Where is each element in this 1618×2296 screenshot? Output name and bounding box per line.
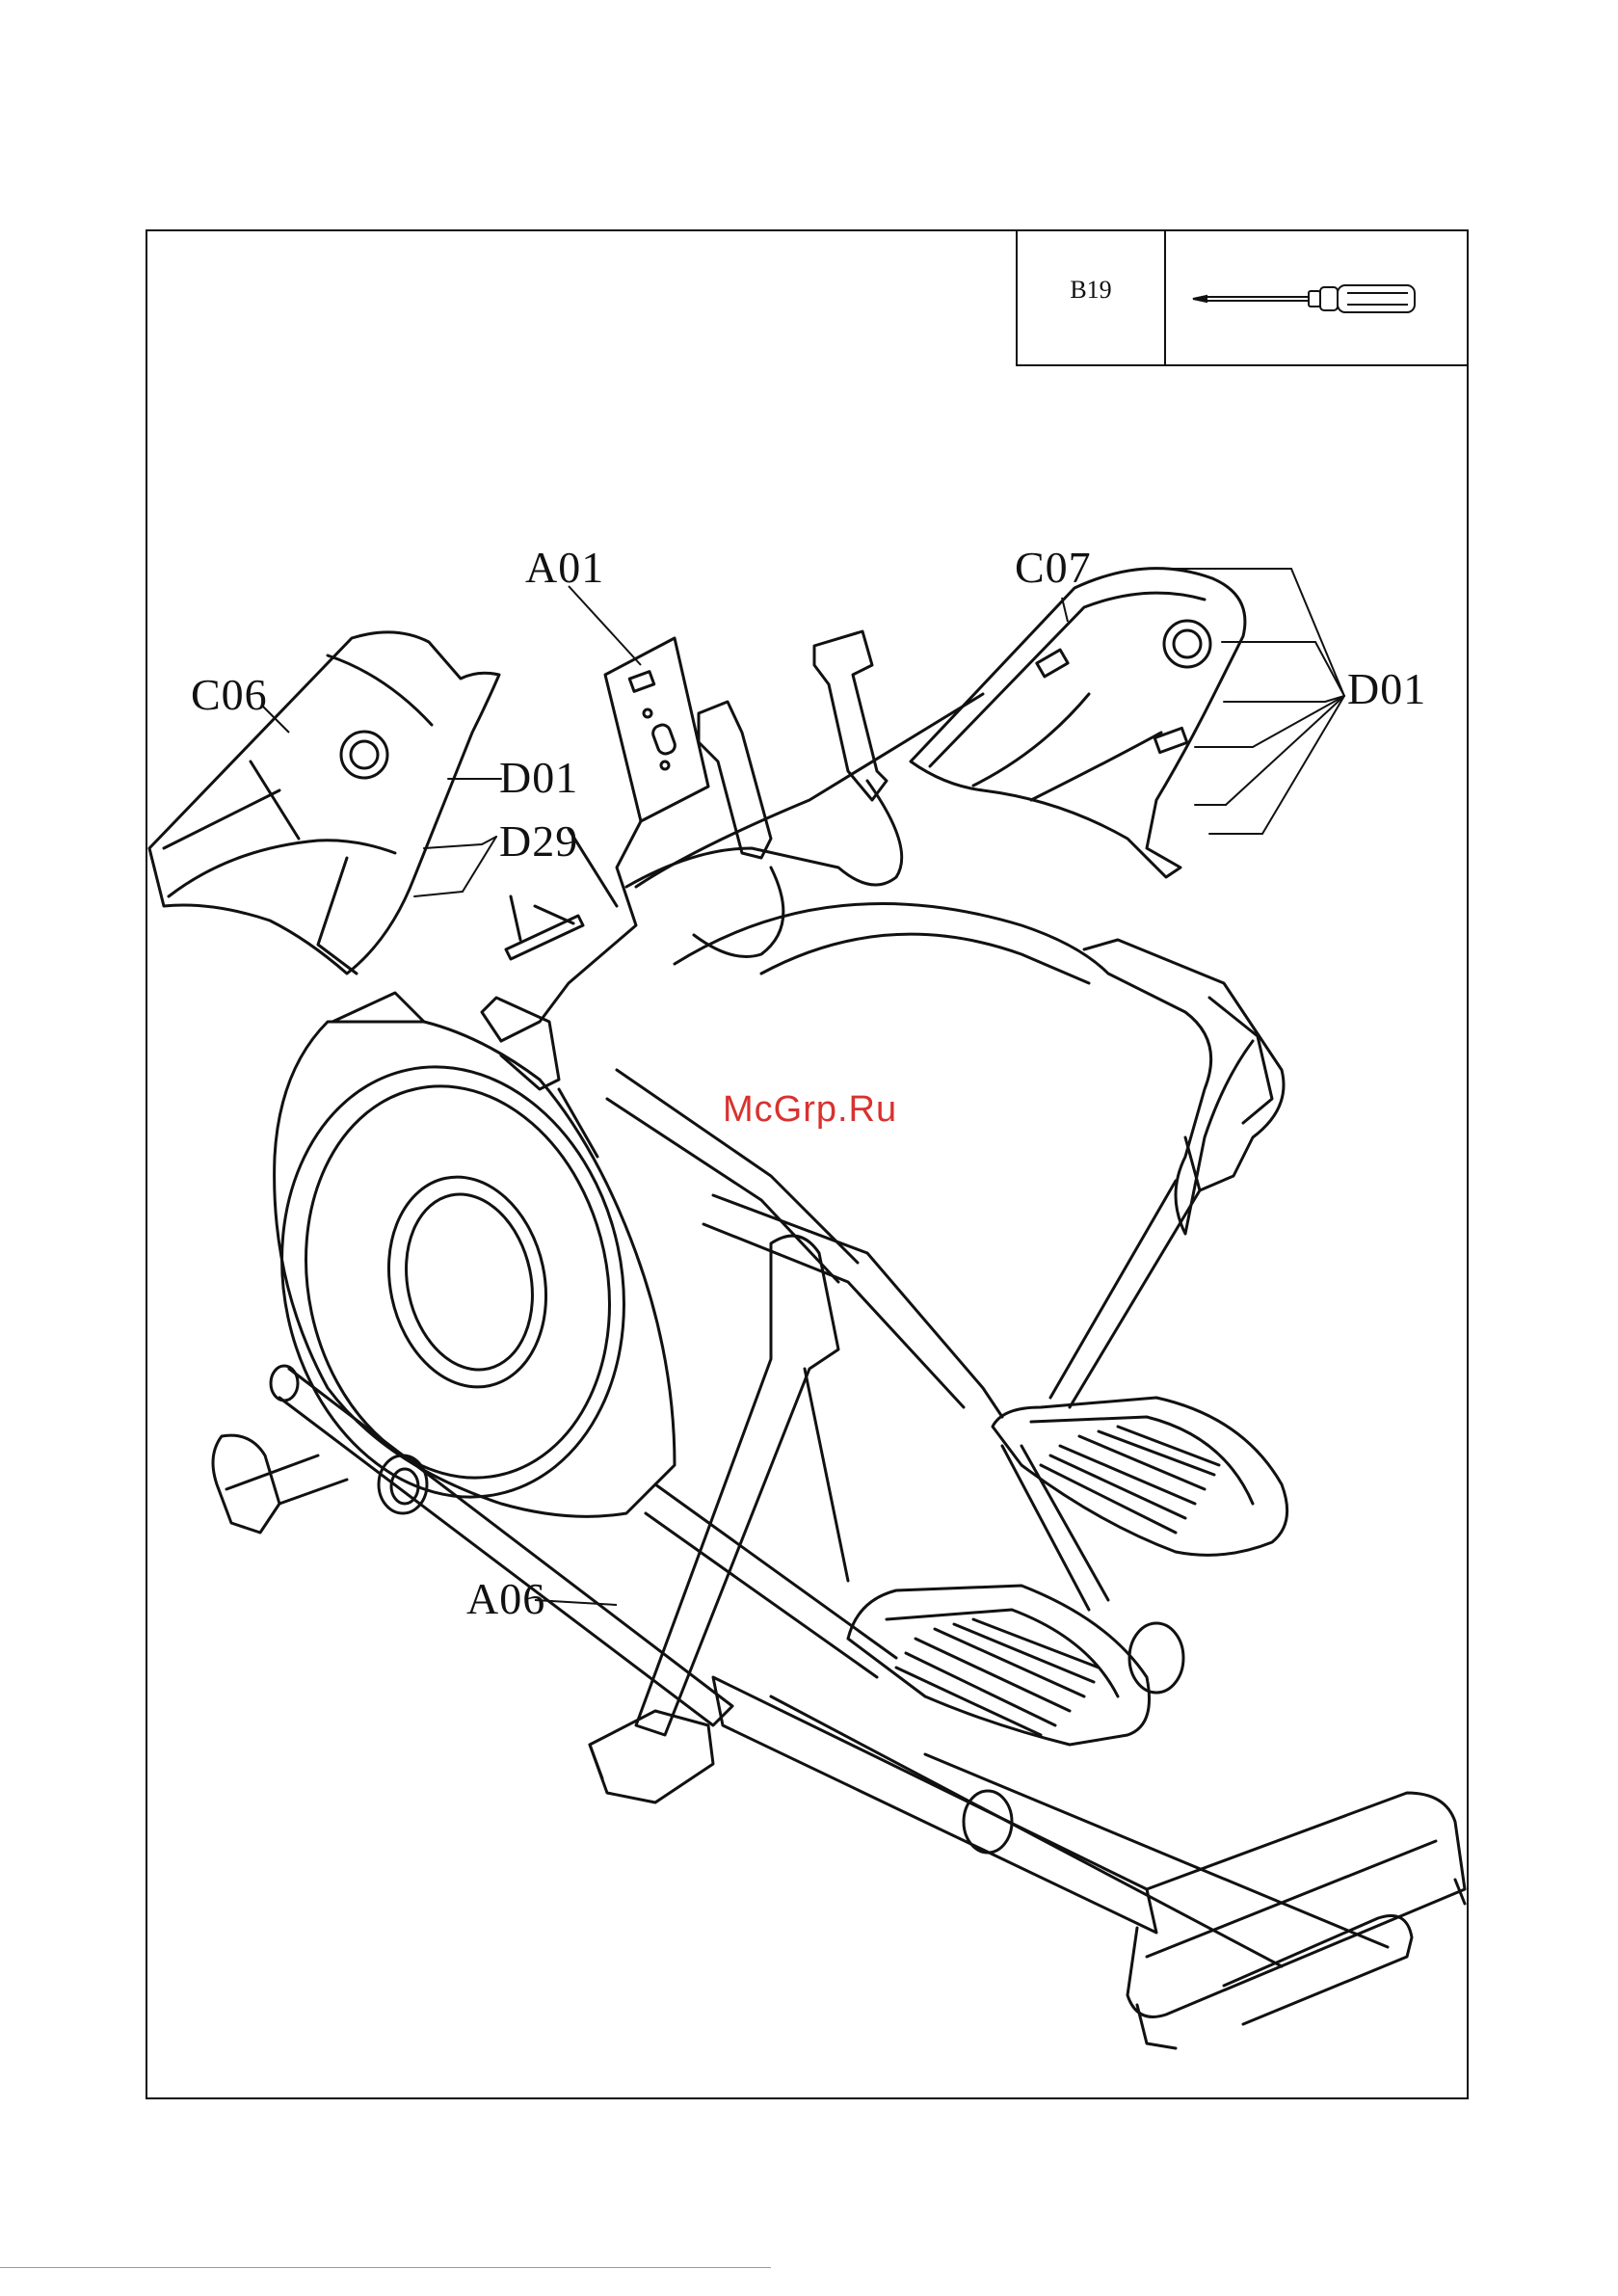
flywheel-housing <box>243 993 675 1529</box>
moving-arm-left <box>636 1236 848 1735</box>
page-edge-line <box>0 2267 771 2268</box>
label-d29: D29 <box>499 819 578 864</box>
pedal-right <box>993 1398 1287 1555</box>
pedal-left <box>848 1586 1183 1853</box>
label-c06: C06 <box>191 673 268 717</box>
watermark: McGrp.Ru <box>723 1089 897 1131</box>
screws-left <box>414 779 501 896</box>
right-cover-c07 <box>911 569 1245 877</box>
label-c07: C07 <box>1015 546 1092 590</box>
pedal-link-arms <box>607 1070 1108 1677</box>
rear-base <box>713 1677 1465 2048</box>
stationary-handrail <box>675 904 1284 1408</box>
label-a01: A01 <box>525 546 604 590</box>
label-d01-right: D01 <box>1347 667 1426 711</box>
label-d01-left: D01 <box>499 756 578 800</box>
handlebar-bracket <box>626 631 983 957</box>
label-a06: A06 <box>466 1577 545 1621</box>
front-stabilizer <box>590 1711 713 1802</box>
screws-d01-right <box>1171 569 1344 834</box>
